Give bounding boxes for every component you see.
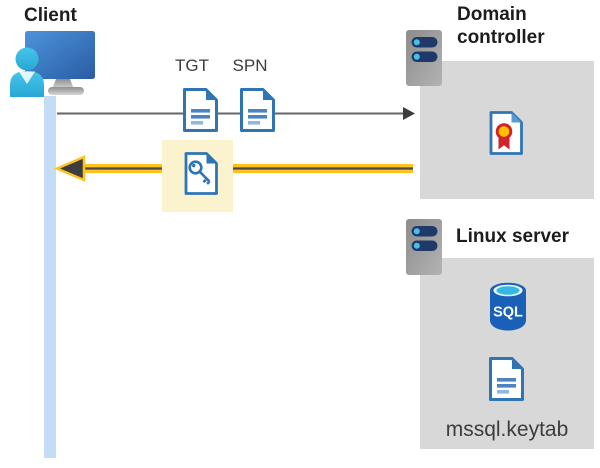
spn-label: SPN [232,56,268,75]
client-lifeline-bar [44,96,56,458]
keytab-filename-label: mssql.keytab [445,418,569,441]
certificate-icon [489,111,523,155]
domain-controller-server-icon [406,30,442,86]
sql-icon-label: SQL [493,305,523,321]
keytab-document-icon [489,357,524,401]
client-device-icon [10,31,95,97]
tgt-document-icon [183,88,218,132]
client-label: Client [24,5,77,26]
key-document-icon [184,152,218,195]
linux-server-icon [406,219,442,275]
key-glyph [188,160,211,185]
monitor-icon [25,31,95,95]
linux-server-label: Linux server [456,226,569,247]
sql-database-icon: SQL [490,282,526,331]
domain-controller-label: Domain controller [457,4,545,48]
ticket-response-arrow [53,155,413,182]
tgt-label: TGT [175,56,209,75]
user-icon [10,47,44,97]
spn-document-icon [240,88,275,132]
request-arrow [57,107,415,120]
